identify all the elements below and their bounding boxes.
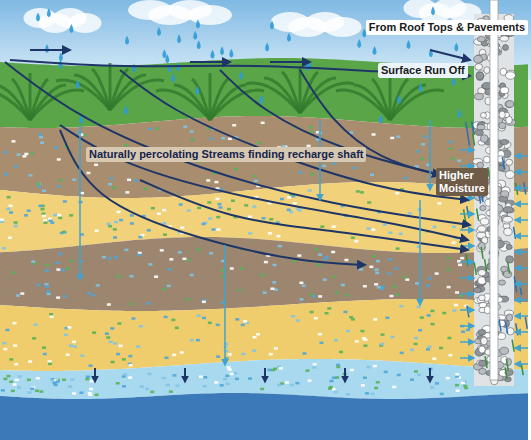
- illustration-label: Surface Run Off: [378, 63, 468, 78]
- illustration-label: Naturally percolating Streams finding re…: [86, 147, 366, 162]
- illustration-label: Higher Moisture: [436, 168, 488, 196]
- illustration-label: From Roof Tops & Pavements: [366, 20, 528, 35]
